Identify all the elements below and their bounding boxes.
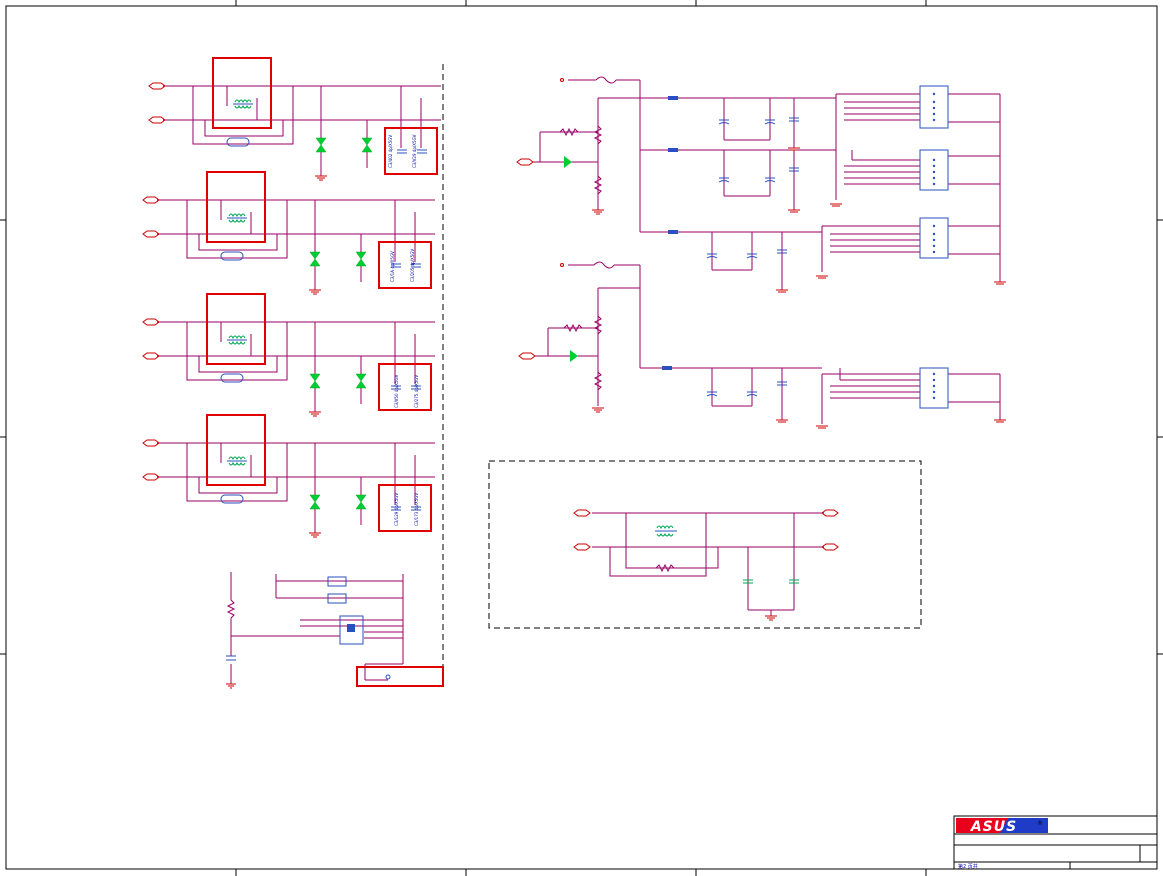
led-switch-circuit (226, 572, 444, 689)
asus-logo-text: ASUS (970, 819, 1017, 835)
coupler-block-1: C3/402 4p/X5GV C3/V29 4p/X5GV (148, 57, 442, 181)
power-filter-section-bottom (518, 261, 1006, 429)
cap-label-1b: C3/V29 4p/X5GV (412, 134, 417, 168)
cap-label-3b: C3/275 4p/X5GV (414, 375, 419, 408)
coupler-block-3: C3/V50 4p/X5GV C3/275 4p/X5GV (142, 293, 436, 417)
cap-label-2a: C3/1A 4p/X5GV (390, 251, 395, 282)
optional-coupling-block (488, 460, 922, 629)
cap-label-1a: C3/402 4p/X5GV (388, 135, 393, 168)
power-filter-section-top (516, 76, 1006, 293)
cap-label-3a: C3/V50 4p/X5GV (394, 374, 399, 408)
coupler-block-4: C3/129 4p/X5GV C3/173 4p/X5GV (142, 414, 436, 538)
sheet-number-text: 第2 页共 (958, 863, 978, 870)
title-block: ASUS ® 第2 页共 (953, 815, 1158, 870)
cap-label-2b: C3/205 4p/X5GV (410, 249, 415, 282)
cap-label-4a: C3/129 4p/X5GV (394, 493, 399, 526)
registered-mark: ® (1037, 820, 1043, 827)
coupler-block-2: C3/1A 4p/X5GV C3/205 4p/X5GV (142, 171, 436, 295)
asus-logo: ASUS ® (956, 818, 1048, 835)
cap-label-4b: C3/173 4p/X5GV (414, 493, 419, 526)
